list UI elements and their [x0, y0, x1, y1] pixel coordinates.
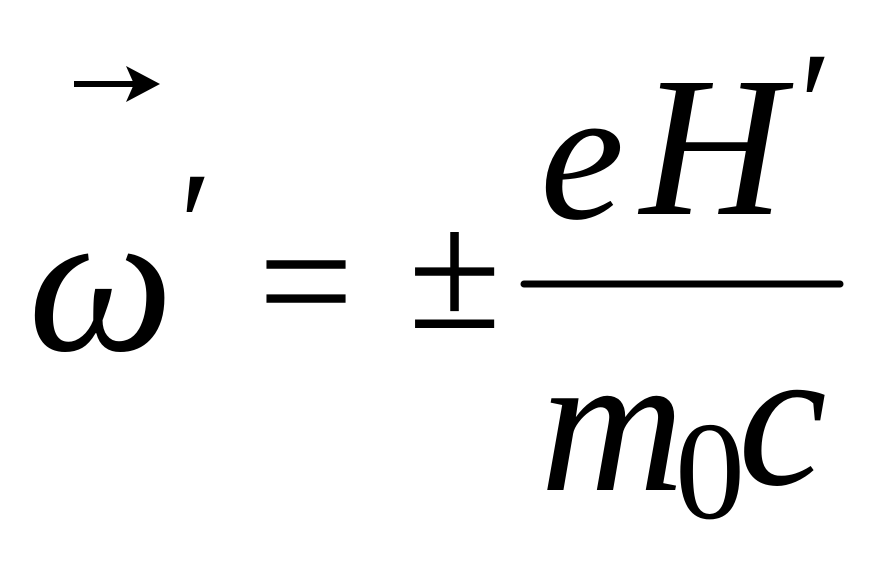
denominator-mass: m: [540, 313, 685, 534]
omega-symbol: ω: [28, 166, 174, 395]
numerator-charge: e: [540, 50, 625, 260]
vector-arrow-icon: [74, 66, 160, 102]
denominator-mass-subscript: 0: [675, 394, 745, 549]
numerator-prime: ′: [790, 22, 823, 188]
equals-sign: =: [258, 187, 354, 375]
plus-minus-sign: ±: [408, 177, 502, 365]
omega-prime: ′: [170, 142, 203, 308]
denominator-speed-of-light: c: [738, 307, 827, 528]
numerator-field: H: [640, 37, 785, 258]
